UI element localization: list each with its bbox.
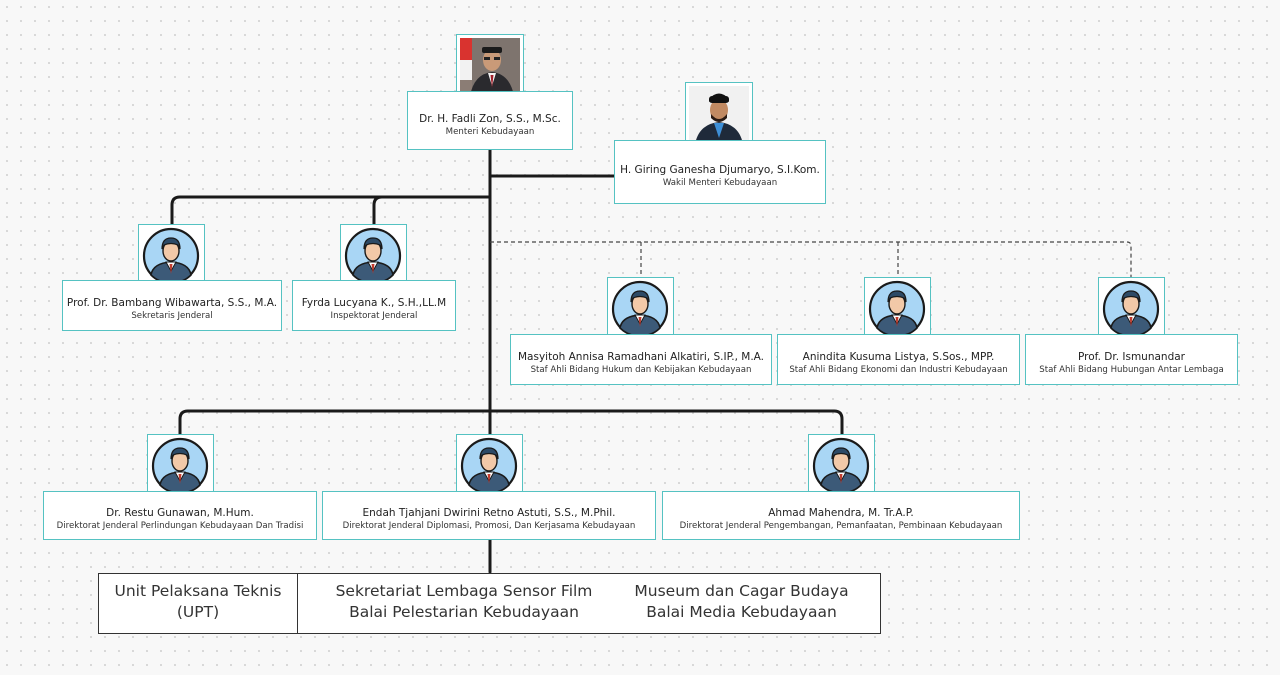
minister-photo (456, 34, 524, 100)
sekjen-role: Sekretaris Jenderal (131, 311, 213, 321)
upt-unit-media: Balai Media Kebudayaan (646, 603, 837, 621)
person-avatar-icon (868, 280, 926, 338)
upt-unit-bpk: Balai Pelestarian Kebudayaan (349, 603, 579, 621)
sekjen-name: Prof. Dr. Bambang Wibawarta, S.S., M.A. (66, 297, 278, 309)
irjen-name: Fyrda Lucyana K., S.H.,LL.M (301, 297, 447, 309)
staf-ahli-avatar (864, 277, 931, 341)
person-avatar-icon (611, 280, 669, 338)
staf-ahli-role: Staf Ahli Bidang Hubungan Antar Lembaga (1039, 365, 1224, 375)
dirjen-card-2[interactable]: Endah Tjahjani Dwirini Retno Astuti, S.S… (322, 491, 656, 540)
upt-box[interactable]: Unit Pelaksana Teknis (UPT) Sekretariat … (98, 573, 881, 634)
staf-ahli-name: Prof. Dr. Ismunandar (1078, 351, 1185, 363)
sekjen-avatar (138, 224, 205, 288)
upt-title-line-2: (UPT) (176, 603, 220, 621)
staf-ahli-avatar (607, 277, 674, 341)
staf-ahli-card-3[interactable]: Prof. Dr. Ismunandar Staf Ahli Bidang Hu… (1025, 334, 1238, 385)
staf-ahli-role: Staf Ahli Bidang Ekonomi dan Industri Ke… (789, 365, 1008, 375)
person-avatar-icon (142, 227, 200, 285)
staf-ahli-card-2[interactable]: Anindita Kusuma Listya, S.Sos., MPP. Sta… (777, 334, 1020, 385)
irjen-avatar (340, 224, 407, 288)
vice-minister-photo (685, 82, 753, 148)
minister-card[interactable]: Dr. H. Fadli Zon, S.S., M.Sc. Menteri Ke… (407, 91, 573, 150)
sekjen-card[interactable]: Prof. Dr. Bambang Wibawarta, S.S., M.A. … (62, 280, 282, 331)
minister-photo-icon (460, 38, 520, 96)
vice-minister-role: Wakil Menteri Kebudayaan (662, 178, 778, 188)
dirjen-name: Ahmad Mahendra, M. Tr.A.P. (768, 507, 914, 519)
dirjen-name: Dr. Restu Gunawan, M.Hum. (106, 507, 254, 519)
dirjen-avatar (456, 434, 523, 498)
vice-minister-card[interactable]: H. Giring Ganesha Djumaryo, S.I.Kom. Wak… (614, 140, 826, 204)
irjen-role: Inspektorat Jenderal (330, 311, 418, 321)
dirjen-card-1[interactable]: Dr. Restu Gunawan, M.Hum. Direktorat Jen… (43, 491, 317, 540)
person-avatar-icon (344, 227, 402, 285)
upt-title-line-1: Unit Pelaksana Teknis (114, 582, 282, 600)
dirjen-name: Endah Tjahjani Dwirini Retno Astuti, S.S… (362, 507, 616, 519)
person-avatar-icon (460, 437, 518, 495)
dirjen-card-3[interactable]: Ahmad Mahendra, M. Tr.A.P. Direktorat Je… (662, 491, 1020, 540)
upt-title: Unit Pelaksana Teknis (UPT) (99, 574, 298, 633)
staf-ahli-name: Masyitoh Annisa Ramadhani Alkatiri, S.IP… (517, 351, 765, 363)
upt-units-col-3: Museum dan Cagar Budaya Balai Media Kebu… (619, 574, 864, 633)
upt-unit-museum: Museum dan Cagar Budaya (634, 582, 849, 600)
dirjen-role: Direktorat Jenderal Pengembangan, Pemanf… (679, 521, 1003, 531)
dirjen-role: Direktorat Jenderal Diplomasi, Promosi, … (342, 521, 636, 531)
staf-ahli-role: Staf Ahli Bidang Hukum dan Kebijakan Keb… (530, 365, 752, 375)
upt-unit-lsf: Sekretariat Lembaga Sensor Film (335, 582, 593, 600)
staf-ahli-name: Anindita Kusuma Listya, S.Sos., MPP. (802, 351, 995, 363)
irjen-card[interactable]: Fyrda Lucyana K., S.H.,LL.M Inspektorat … (292, 280, 456, 331)
vice-minister-photo-icon (689, 86, 749, 144)
person-avatar-icon (151, 437, 209, 495)
vice-minister-name: H. Giring Ganesha Djumaryo, S.I.Kom. (620, 164, 820, 176)
dirjen-avatar (147, 434, 214, 498)
minister-role: Menteri Kebudayaan (445, 127, 535, 137)
person-avatar-icon (812, 437, 870, 495)
staf-ahli-card-1[interactable]: Masyitoh Annisa Ramadhani Alkatiri, S.IP… (510, 334, 772, 385)
staf-ahli-avatar (1098, 277, 1165, 341)
upt-units-col-2: Sekretariat Lembaga Sensor Film Balai Pe… (299, 574, 629, 633)
person-avatar-icon (1102, 280, 1160, 338)
dirjen-avatar (808, 434, 875, 498)
dirjen-role: Direktorat Jenderal Perlindungan Kebuday… (56, 521, 304, 531)
minister-name: Dr. H. Fadli Zon, S.S., M.Sc. (419, 113, 561, 125)
